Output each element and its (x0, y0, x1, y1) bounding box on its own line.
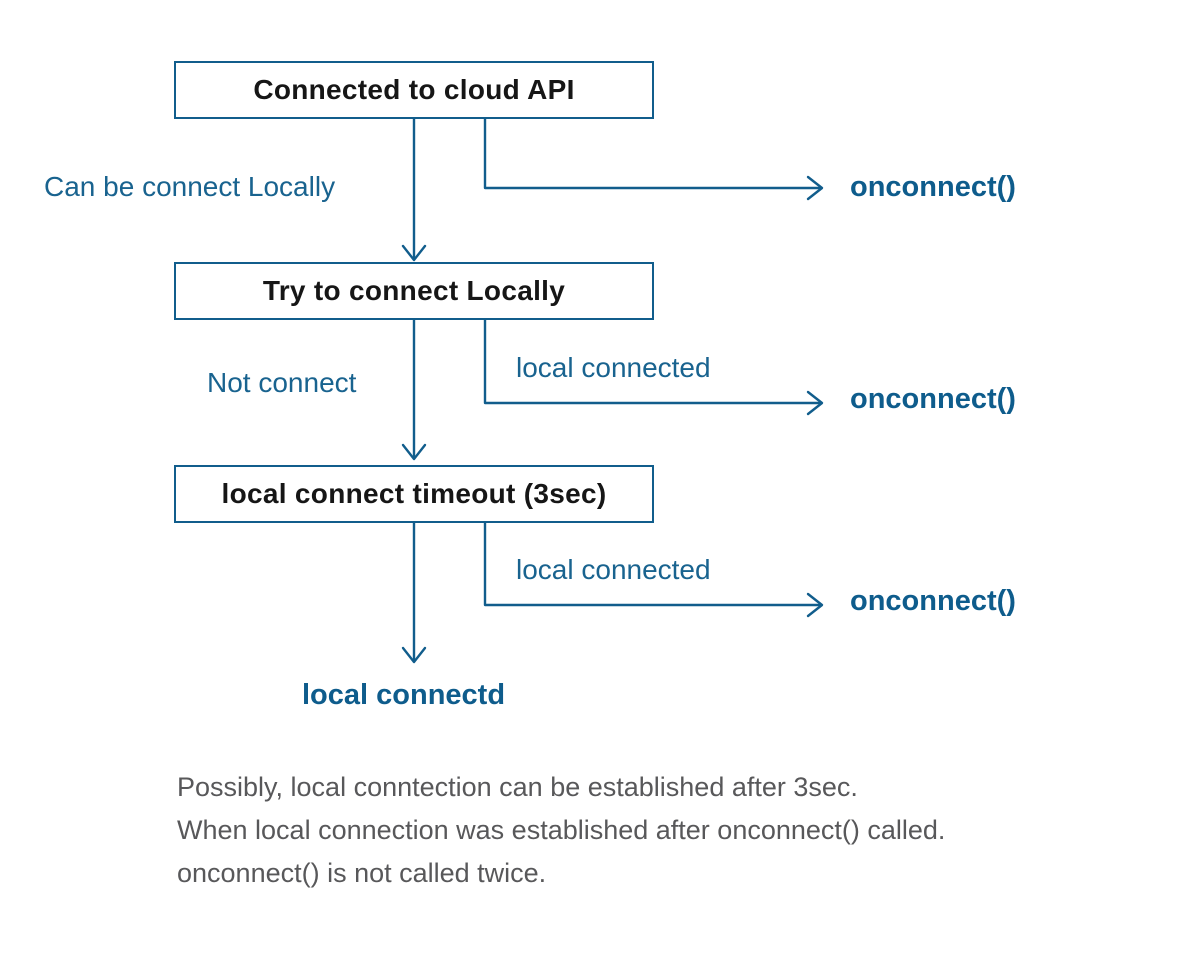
edge-label-not-connect: Not connect (207, 367, 357, 398)
terminal-label-local-connectd: local connectd (302, 679, 506, 711)
footnote: Possibly, local conntection can be estab… (177, 766, 945, 895)
node-connected-to-cloud-api: Connected to cloud API (174, 61, 654, 119)
arrow-down-cloud-to-try (401, 117, 427, 262)
node-label: Try to connect Locally (262, 275, 566, 306)
footnote-line-1: Possibly, local conntection can be estab… (177, 772, 858, 802)
branch-arrow-onconnect-from-cloud (483, 117, 824, 201)
edge-label-local-connected-try: local connected (516, 352, 711, 383)
branch-arrow-onconnect-from-try (483, 318, 824, 416)
callback-onconnect-from-cloud: onconnect() (850, 171, 1016, 203)
callback-onconnect-from-try: onconnect() (850, 383, 1016, 415)
arrow-down-try-to-timeout (401, 318, 427, 461)
footnote-line-3: onconnect() is not called twice. (177, 858, 547, 888)
node-try-to-connect-locally: Try to connect Locally (174, 262, 654, 320)
edge-label-can-be-connect-locally: Can be connect Locally (44, 171, 336, 202)
branch-arrow-onconnect-from-timeout (483, 521, 824, 618)
callback-onconnect-from-timeout: onconnect() (850, 585, 1016, 617)
edge-label-local-connected-timeout: local connected (516, 554, 711, 585)
node-label: Connected to cloud API (253, 74, 575, 105)
node-local-connect-timeout: local connect timeout (3sec) (174, 465, 654, 523)
arrow-down-timeout-to-local-connected (401, 521, 427, 664)
footnote-line-2: When local connection was established af… (177, 815, 946, 845)
node-label: local connect timeout (3sec) (221, 478, 607, 509)
